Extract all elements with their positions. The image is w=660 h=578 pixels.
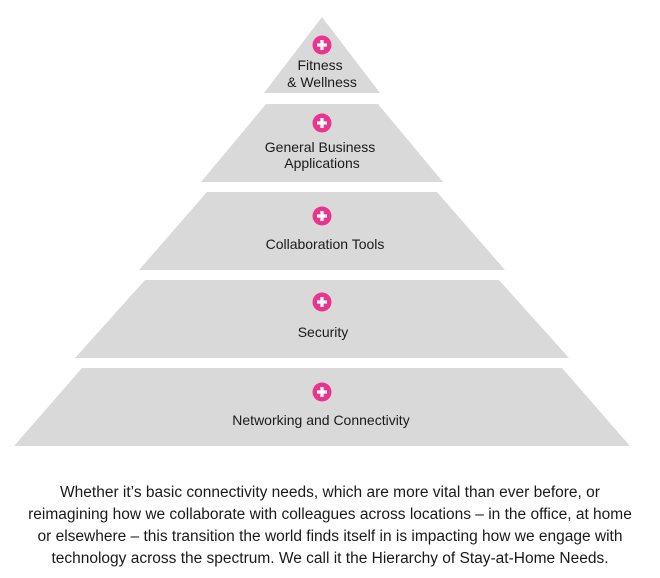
tier-shape xyxy=(75,280,569,358)
tier-label-line: Collaboration Tools xyxy=(266,236,385,252)
tier-label: General Business Applications xyxy=(265,139,379,171)
tier-label-line: Applications xyxy=(284,155,360,171)
tier-shape xyxy=(14,368,630,446)
tier-shape xyxy=(201,104,443,182)
tier-label-line: Fitness xyxy=(297,57,342,73)
tier-label: Fitness & Wellness xyxy=(287,57,357,90)
pyramid-tier-security: Security xyxy=(75,280,569,358)
tier-label-line: Security xyxy=(298,324,349,340)
pyramid-tier-general-business-applications: General Business Applications xyxy=(201,104,443,182)
tier-shape xyxy=(264,17,380,93)
pyramid-tier-networking-and-connectivity: Networking and Connectivity xyxy=(14,368,630,446)
pyramid-tier-fitness: Fitness & Wellness xyxy=(264,17,380,93)
plus-icon xyxy=(312,206,332,226)
tier-label: Networking and Connectivity xyxy=(232,412,409,428)
tier-label: Collaboration Tools xyxy=(266,236,385,252)
hierarchy-pyramid: Fitness & Wellness General Business Appl… xyxy=(14,17,630,446)
tier-shape xyxy=(139,192,505,270)
plus-icon xyxy=(312,382,332,402)
caption-paragraph: Whether it’s basic connectivity needs, w… xyxy=(28,484,632,567)
tier-label: Security xyxy=(298,324,349,340)
plus-icon xyxy=(312,113,332,133)
pyramid-tier-collaboration-tools: Collaboration Tools xyxy=(139,192,505,270)
tier-label-line: & Wellness xyxy=(287,74,357,90)
tier-label-line: General Business xyxy=(265,139,376,155)
tier-label-line: Networking and Connectivity xyxy=(232,412,409,428)
plus-icon xyxy=(312,292,332,312)
plus-icon xyxy=(312,35,332,55)
